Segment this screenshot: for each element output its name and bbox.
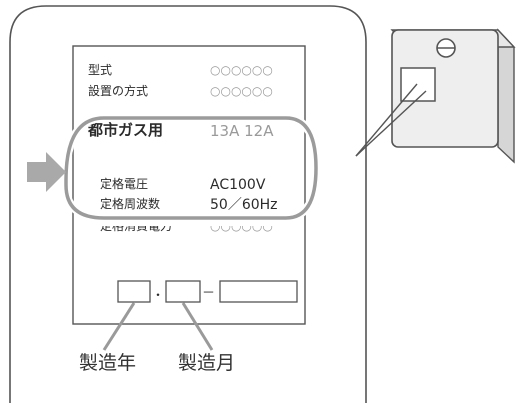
install-method-label: 設置の方式 <box>88 83 148 98</box>
zoom-callout <box>355 83 427 157</box>
serial-box <box>219 280 298 303</box>
rated-frequency-value: 50／60Hz <box>210 197 278 213</box>
pointer-arrow <box>27 152 66 192</box>
rated-voltage-value: AC100V <box>210 177 266 193</box>
rating-plate-border <box>72 45 306 325</box>
device-knob-icon <box>436 38 456 58</box>
rated-voltage-label: 定格電圧 <box>100 176 148 191</box>
date-dot: ・ <box>152 288 164 302</box>
month-leader-line <box>181 302 214 351</box>
install-method-value: ○○○○○○ <box>210 84 273 98</box>
month-box <box>165 280 201 303</box>
gas-type-values: 13A 12A <box>210 122 274 140</box>
device-side-face <box>497 28 515 164</box>
manufacture-month-caption: 製造月 <box>178 352 235 374</box>
rating-plate: 型式 ○○○○○○ 設置の方式 ○○○○○○ 都市ガス用 13A 12A 定格電… <box>72 45 306 325</box>
device-front-face <box>391 29 499 148</box>
manufacture-year-caption: 製造年 <box>79 352 136 374</box>
date-dash: － <box>202 286 215 301</box>
model-label: 型式 <box>88 63 112 77</box>
device-unit <box>390 28 516 164</box>
highlight-oval <box>62 114 321 226</box>
rated-frequency-label: 定格周波数 <box>100 196 160 211</box>
hidden-row-mask <box>100 219 300 226</box>
model-value: ○○○○○○ <box>210 63 273 77</box>
gas-type-label: 都市ガス用 <box>87 121 163 139</box>
year-box <box>117 280 151 303</box>
year-leader-line <box>102 302 136 351</box>
highlight-oval-outline <box>64 116 318 220</box>
